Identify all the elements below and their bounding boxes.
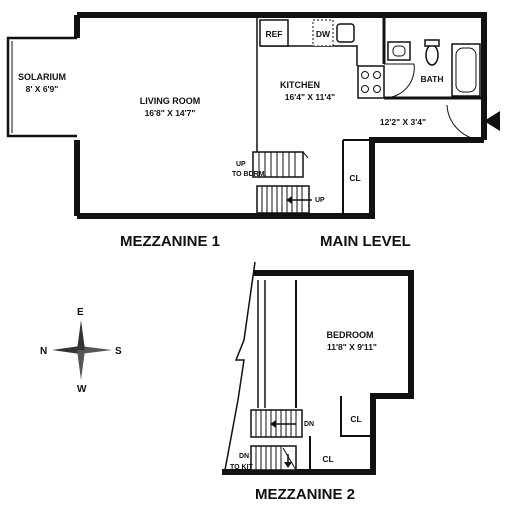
compass-w: W [77, 384, 87, 395]
stair-dn-label: DN [304, 421, 314, 428]
kitchen-dims: 16'4" X 11'4" [285, 92, 335, 102]
lower-plan: BEDROOM 11'8" X 9'11" CL CL DN DN TO KIT… [222, 261, 414, 503]
burner-icon [361, 71, 369, 79]
dw-label: DW [316, 29, 331, 39]
sink-icon [336, 23, 355, 43]
solarium-dims: 8' X 6'9" [26, 84, 59, 94]
stair-down [250, 409, 303, 438]
stair-to-bdrm-label: TO BDRM. [232, 171, 267, 178]
solarium-wall [6, 36, 77, 138]
bath-sink-bowl [392, 45, 406, 57]
living-room-dims: 16'8" X 14'7" [145, 108, 196, 118]
mezz2-break-line [224, 261, 256, 471]
compass-n: N [40, 346, 47, 357]
compass-needle-west [77, 350, 85, 380]
burner-icon [373, 71, 381, 79]
toilet-tank [424, 39, 440, 47]
mezzanine-1-label: MEZZANINE 1 [120, 233, 220, 250]
bathtub-basin [455, 47, 477, 93]
mezzanine-2-label: MEZZANINE 2 [255, 486, 355, 503]
outer-wall-bottom [77, 137, 484, 219]
closet-label-b: CL [322, 454, 333, 464]
stair-to-kit-label: TO KIT [230, 464, 254, 471]
upper-plan: SOLARIUM 8' X 6'9" LIVING ROOM 16'8" X 1… [6, 12, 500, 250]
mezz2-wall-top [222, 270, 414, 475]
toilet-icon [425, 44, 439, 66]
stair-up-label-2: UP [315, 197, 325, 204]
foyer-dims: 12'2" X 3'4" [380, 117, 426, 127]
main-level-label: MAIN LEVEL [320, 233, 411, 250]
compass-needle-east [77, 320, 85, 350]
stair-up-label: UP [236, 161, 246, 168]
ref-label: REF [266, 29, 283, 39]
compass-rose-icon: N S E W [40, 307, 122, 395]
kitchen-counter [260, 45, 358, 66]
burner-icon [373, 85, 381, 93]
entry-arrow-icon [484, 111, 500, 131]
stair-down-to-kitchen [250, 445, 297, 471]
closet-label: CL [349, 173, 360, 183]
closet-label-a: CL [350, 414, 361, 424]
stair-up-to-bedroom [252, 151, 309, 178]
bath-label: BATH [421, 74, 444, 84]
refrigerator-icon [259, 19, 289, 47]
dishwasher-icon [312, 19, 334, 47]
compass-needle-south [80, 346, 112, 354]
bath-sink-icon [387, 41, 411, 61]
stove-icon [357, 65, 385, 99]
compass-needle-north [52, 346, 80, 354]
compass-e: E [77, 307, 84, 318]
entry-door [446, 104, 485, 141]
stair-up [256, 185, 312, 214]
mezz2-closet-wall [340, 396, 373, 437]
burner-icon [361, 85, 369, 93]
solarium-label: SOLARIUM [18, 72, 66, 82]
bath-wall [382, 18, 484, 100]
stair-dn-label-2: DN [239, 453, 249, 460]
bath-door [383, 63, 415, 99]
compass-s: S [115, 346, 122, 357]
kitchen-label: KITCHEN [280, 80, 320, 90]
bedroom-label: BEDROOM [327, 330, 374, 340]
living-room-label: LIVING ROOM [140, 96, 201, 106]
bedroom-dims: 11'8" X 9'11" [327, 342, 377, 352]
mezz2-shaft-wall [257, 280, 266, 408]
closet-wall [342, 139, 372, 213]
